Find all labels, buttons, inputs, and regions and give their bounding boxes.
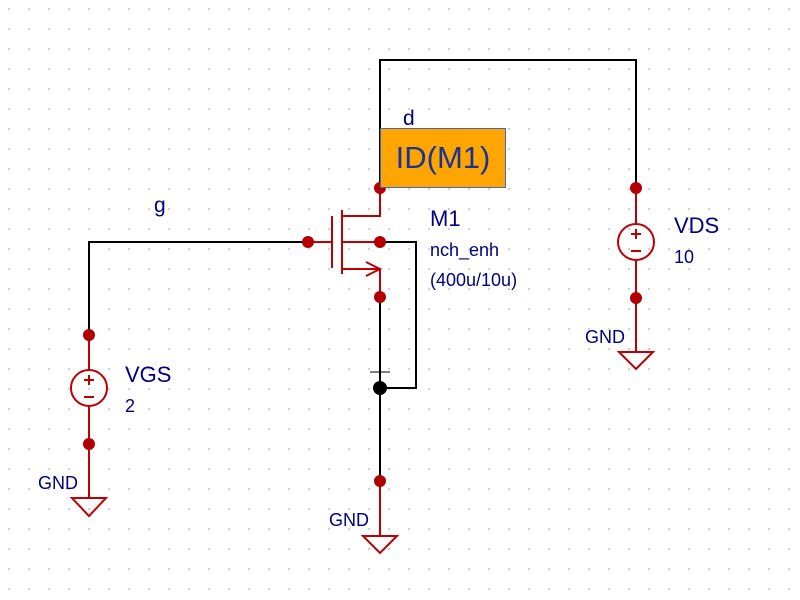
pin-m1-body[interactable] [374,236,386,248]
pin-ground-source[interactable] [374,475,386,487]
net-label-gate[interactable]: g [154,194,166,217]
vgs-value-label[interactable]: 2 [125,396,136,416]
ground-label-vgs: GND [38,473,78,493]
vgs-ref-label[interactable]: VGS [125,362,172,387]
pin-m1-gate[interactable] [302,236,314,248]
pin-m1-source[interactable] [374,291,386,303]
wire-body-to-source[interactable] [380,241,417,389]
vgs-source-symbol[interactable] [70,335,108,444]
vds-value-label[interactable]: 10 [674,247,695,267]
wires [88,59,637,481]
ground-symbol-vgs[interactable] [69,444,109,518]
vds-ref-label[interactable]: VDS [674,213,720,238]
wire-gate-to-vgs[interactable] [88,241,308,335]
ground-label-source: GND [329,510,369,530]
current-probe-marker[interactable]: ID(M1) [380,128,506,188]
net-label-drain[interactable]: d [403,107,415,130]
pin-vds-plus[interactable] [630,182,642,194]
ground-symbols [69,298,656,555]
transistor-ref-label[interactable]: M1 [430,206,461,231]
ground-symbol-vds[interactable] [616,298,656,371]
transistor-m1-symbol[interactable] [308,188,383,297]
junction-source-body[interactable] [370,371,390,395]
ground-symbol-source[interactable] [360,481,400,555]
pin-vds-minus[interactable] [630,292,642,304]
wire-drain-to-vds[interactable] [379,59,637,188]
transistor-model-label[interactable]: nch_enh [430,240,500,260]
pin-vgs-plus[interactable] [83,329,95,341]
transistor-size-label[interactable]: (400u/10u) [430,270,518,290]
vds-source-symbol[interactable] [617,188,655,298]
pin-markers [83,182,642,487]
ground-label-vds: GND [585,327,625,347]
current-probe-label: ID(M1) [395,140,491,175]
pin-vgs-minus[interactable] [83,438,95,450]
